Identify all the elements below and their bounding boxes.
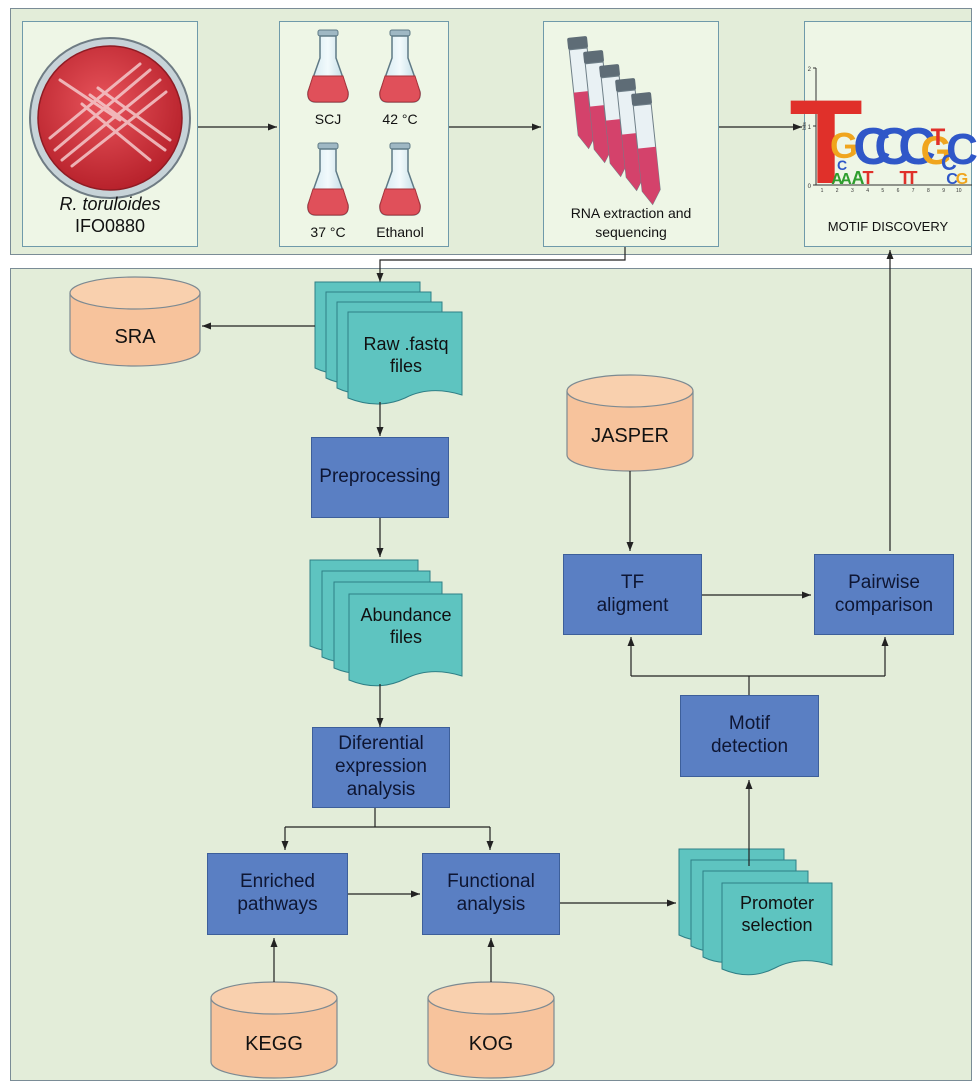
logo-letter: A [831,171,843,188]
abundance-line1: Abundance [360,605,452,625]
enriched-line2: pathways [237,894,318,915]
logo-letter: C [898,118,936,176]
logo-tick: 0 [808,184,812,190]
logo-letter: T [931,124,946,151]
logo-letter: G [830,125,858,166]
abundance-files-label: Abundance files [350,605,462,648]
database-jasper [566,374,694,472]
preprocessing-box: Preprocessing [311,437,449,518]
abundance-line2: files [389,626,422,647]
kegg-label: KEGG [245,1033,303,1055]
sra-label: SRA [114,326,156,348]
raw-files-line1: Raw .fastq [363,334,449,354]
condition-label: Ethanol [376,224,424,240]
organism-species: R. toruloides [59,194,161,214]
jasper-label: JASPER [591,425,669,447]
motif-discovery-card [804,21,972,247]
logo-tick: 2 [808,67,812,73]
database-kegg [210,981,338,1079]
logo-letter: T [789,75,862,209]
rna-label-line1: RNA extraction and [570,205,692,221]
diff-line2: expression [335,756,427,778]
logo-letter: C [946,171,958,188]
logo-position-tick: 1 [821,188,824,194]
tf-line2: aligment [596,594,669,616]
abundance-documents-icon [309,559,463,687]
logo-letter: C [837,157,847,173]
conditions-card [279,21,449,247]
logo-position-tick: 7 [912,188,915,194]
tf-line1: TF [620,571,645,593]
flask-icon [307,29,349,103]
logo-position-tick: 9 [942,188,945,194]
promoter-selection-label: Promoter selection [722,893,832,936]
logo-position-tick: 10 [956,188,962,194]
logo-axis-label: bits [802,122,808,130]
condition-label: SCJ [314,111,342,127]
petri-dish-icon [29,37,191,199]
database-sra [69,276,201,367]
condition-label: 42 °C [382,111,418,127]
motif-discovery-label: MOTIF DISCOVERY [827,219,949,234]
pairwise-line2: comparison [834,594,934,616]
flask-icon [307,142,349,216]
logo-letter: A [840,171,852,188]
logo-position-tick: 6 [897,188,900,194]
logo-position-tick: 2 [836,188,839,194]
enriched-pathways-box: Enriched pathways [207,853,348,935]
preprocessing-label: Preprocessing [319,466,441,488]
promoter-line2: selection [741,914,813,935]
test-tubes-icon [567,36,661,206]
logo-letter: C [946,125,978,174]
logo-letter: G [920,129,951,173]
raw-fastq-documents-icon [314,281,463,405]
logo-position-tick: 3 [851,188,854,194]
promoter-documents-icon [678,848,833,976]
differential-expression-box: Diferential expression analysis [312,727,450,808]
raw-files-line2: files [389,355,422,376]
kog-label: KOG [468,1033,514,1055]
logo-position-tick: 4 [866,188,869,194]
motif-line1: Motif [728,713,771,735]
logo-letter: G [956,171,968,188]
logo-letter: C [853,118,891,176]
functional-line1: Functional [447,871,535,893]
diff-line3: analysis [346,778,416,800]
logo-letter: T [907,168,918,188]
functional-analysis-box: Functional analysis [422,853,560,935]
motif-line2: detection [710,736,789,757]
logo-letter: T [863,168,874,188]
logo-letter: C [874,118,912,176]
raw-files-label: Raw .fastq files [350,334,462,377]
functional-line2: analysis [456,894,526,915]
logo-letter: A [852,168,865,188]
diff-line1: Diferential [338,733,424,755]
flask-icon [379,142,421,216]
database-kog [427,981,555,1079]
flask-icon [379,29,421,103]
rna-label-line2: sequencing [595,224,667,240]
logo-letter: C [941,150,957,175]
condition-label: 37 °C [310,224,346,240]
logo-position-tick: 8 [927,188,930,194]
pairwise-comparison-box: Pairwise comparison [814,554,954,635]
motif-detection-box: Motif detection [680,695,819,777]
tf-alignment-box: TF aligment [563,554,702,635]
organism-strain: IFO0880 [74,216,146,236]
logo-position-tick: 5 [881,188,884,194]
enriched-line1: Enriched [240,871,315,893]
pairwise-line1: Pairwise [848,571,920,593]
logo-tick: 1 [808,125,812,131]
promoter-line1: Promoter [739,893,815,913]
logo-letter: T [900,168,911,188]
